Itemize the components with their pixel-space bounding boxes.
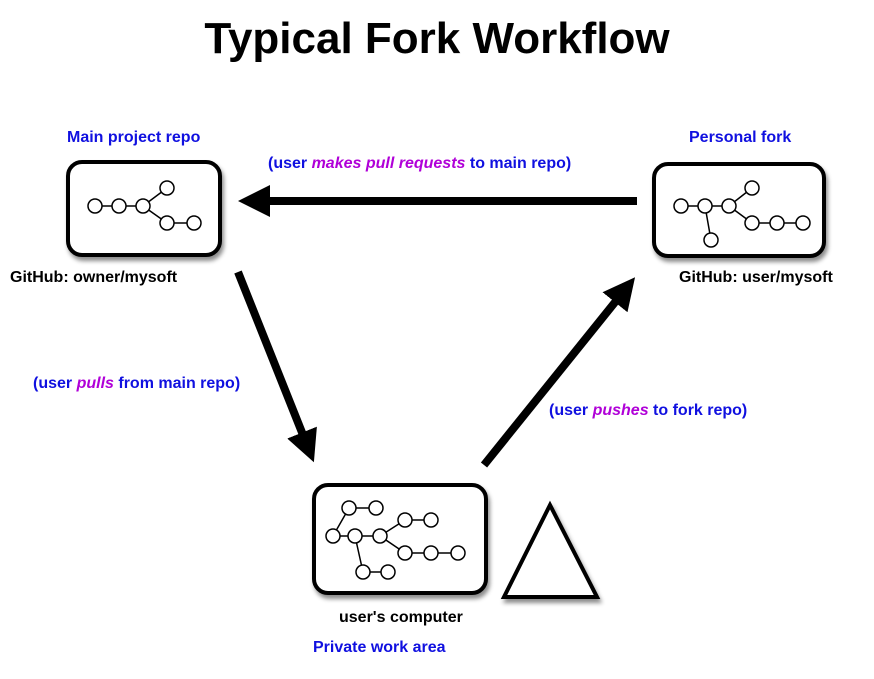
label-post: to fork repo) bbox=[648, 402, 748, 419]
label-post: to main repo) bbox=[465, 155, 572, 172]
fork-repo-commit-graph bbox=[673, 180, 811, 248]
main-repo-caption: GitHub: owner/mysoft bbox=[10, 269, 178, 286]
label-emphasis: pushes bbox=[592, 402, 649, 419]
label-pre: (user bbox=[33, 375, 77, 392]
fork-heading: Personal fork bbox=[689, 129, 792, 146]
pull-request-label: (user makes pull requests to main repo) bbox=[268, 155, 571, 173]
computer-heading: Private work area bbox=[313, 639, 446, 656]
push-arrow bbox=[480, 277, 636, 468]
push-label: (user pushes to fork repo) bbox=[549, 402, 747, 420]
computer-commit-graph bbox=[325, 500, 466, 580]
triangle-shape bbox=[500, 500, 601, 599]
fork-caption: GitHub: user/mysoft bbox=[679, 269, 833, 286]
main-repo-commit-graph bbox=[87, 180, 202, 231]
label-emphasis: pulls bbox=[76, 375, 114, 392]
computer-caption: user's computer bbox=[339, 609, 463, 626]
label-pre: (user bbox=[549, 402, 593, 419]
label-emphasis: makes pull requests bbox=[311, 155, 466, 172]
label-pre: (user bbox=[268, 155, 312, 172]
main-repo-heading: Main project repo bbox=[67, 129, 201, 146]
pull-arrow bbox=[234, 270, 317, 463]
page-title: Typical Fork Workflow bbox=[204, 14, 670, 63]
label-post: from main repo) bbox=[113, 375, 241, 392]
pull-label: (user pulls from main repo) bbox=[33, 375, 240, 393]
